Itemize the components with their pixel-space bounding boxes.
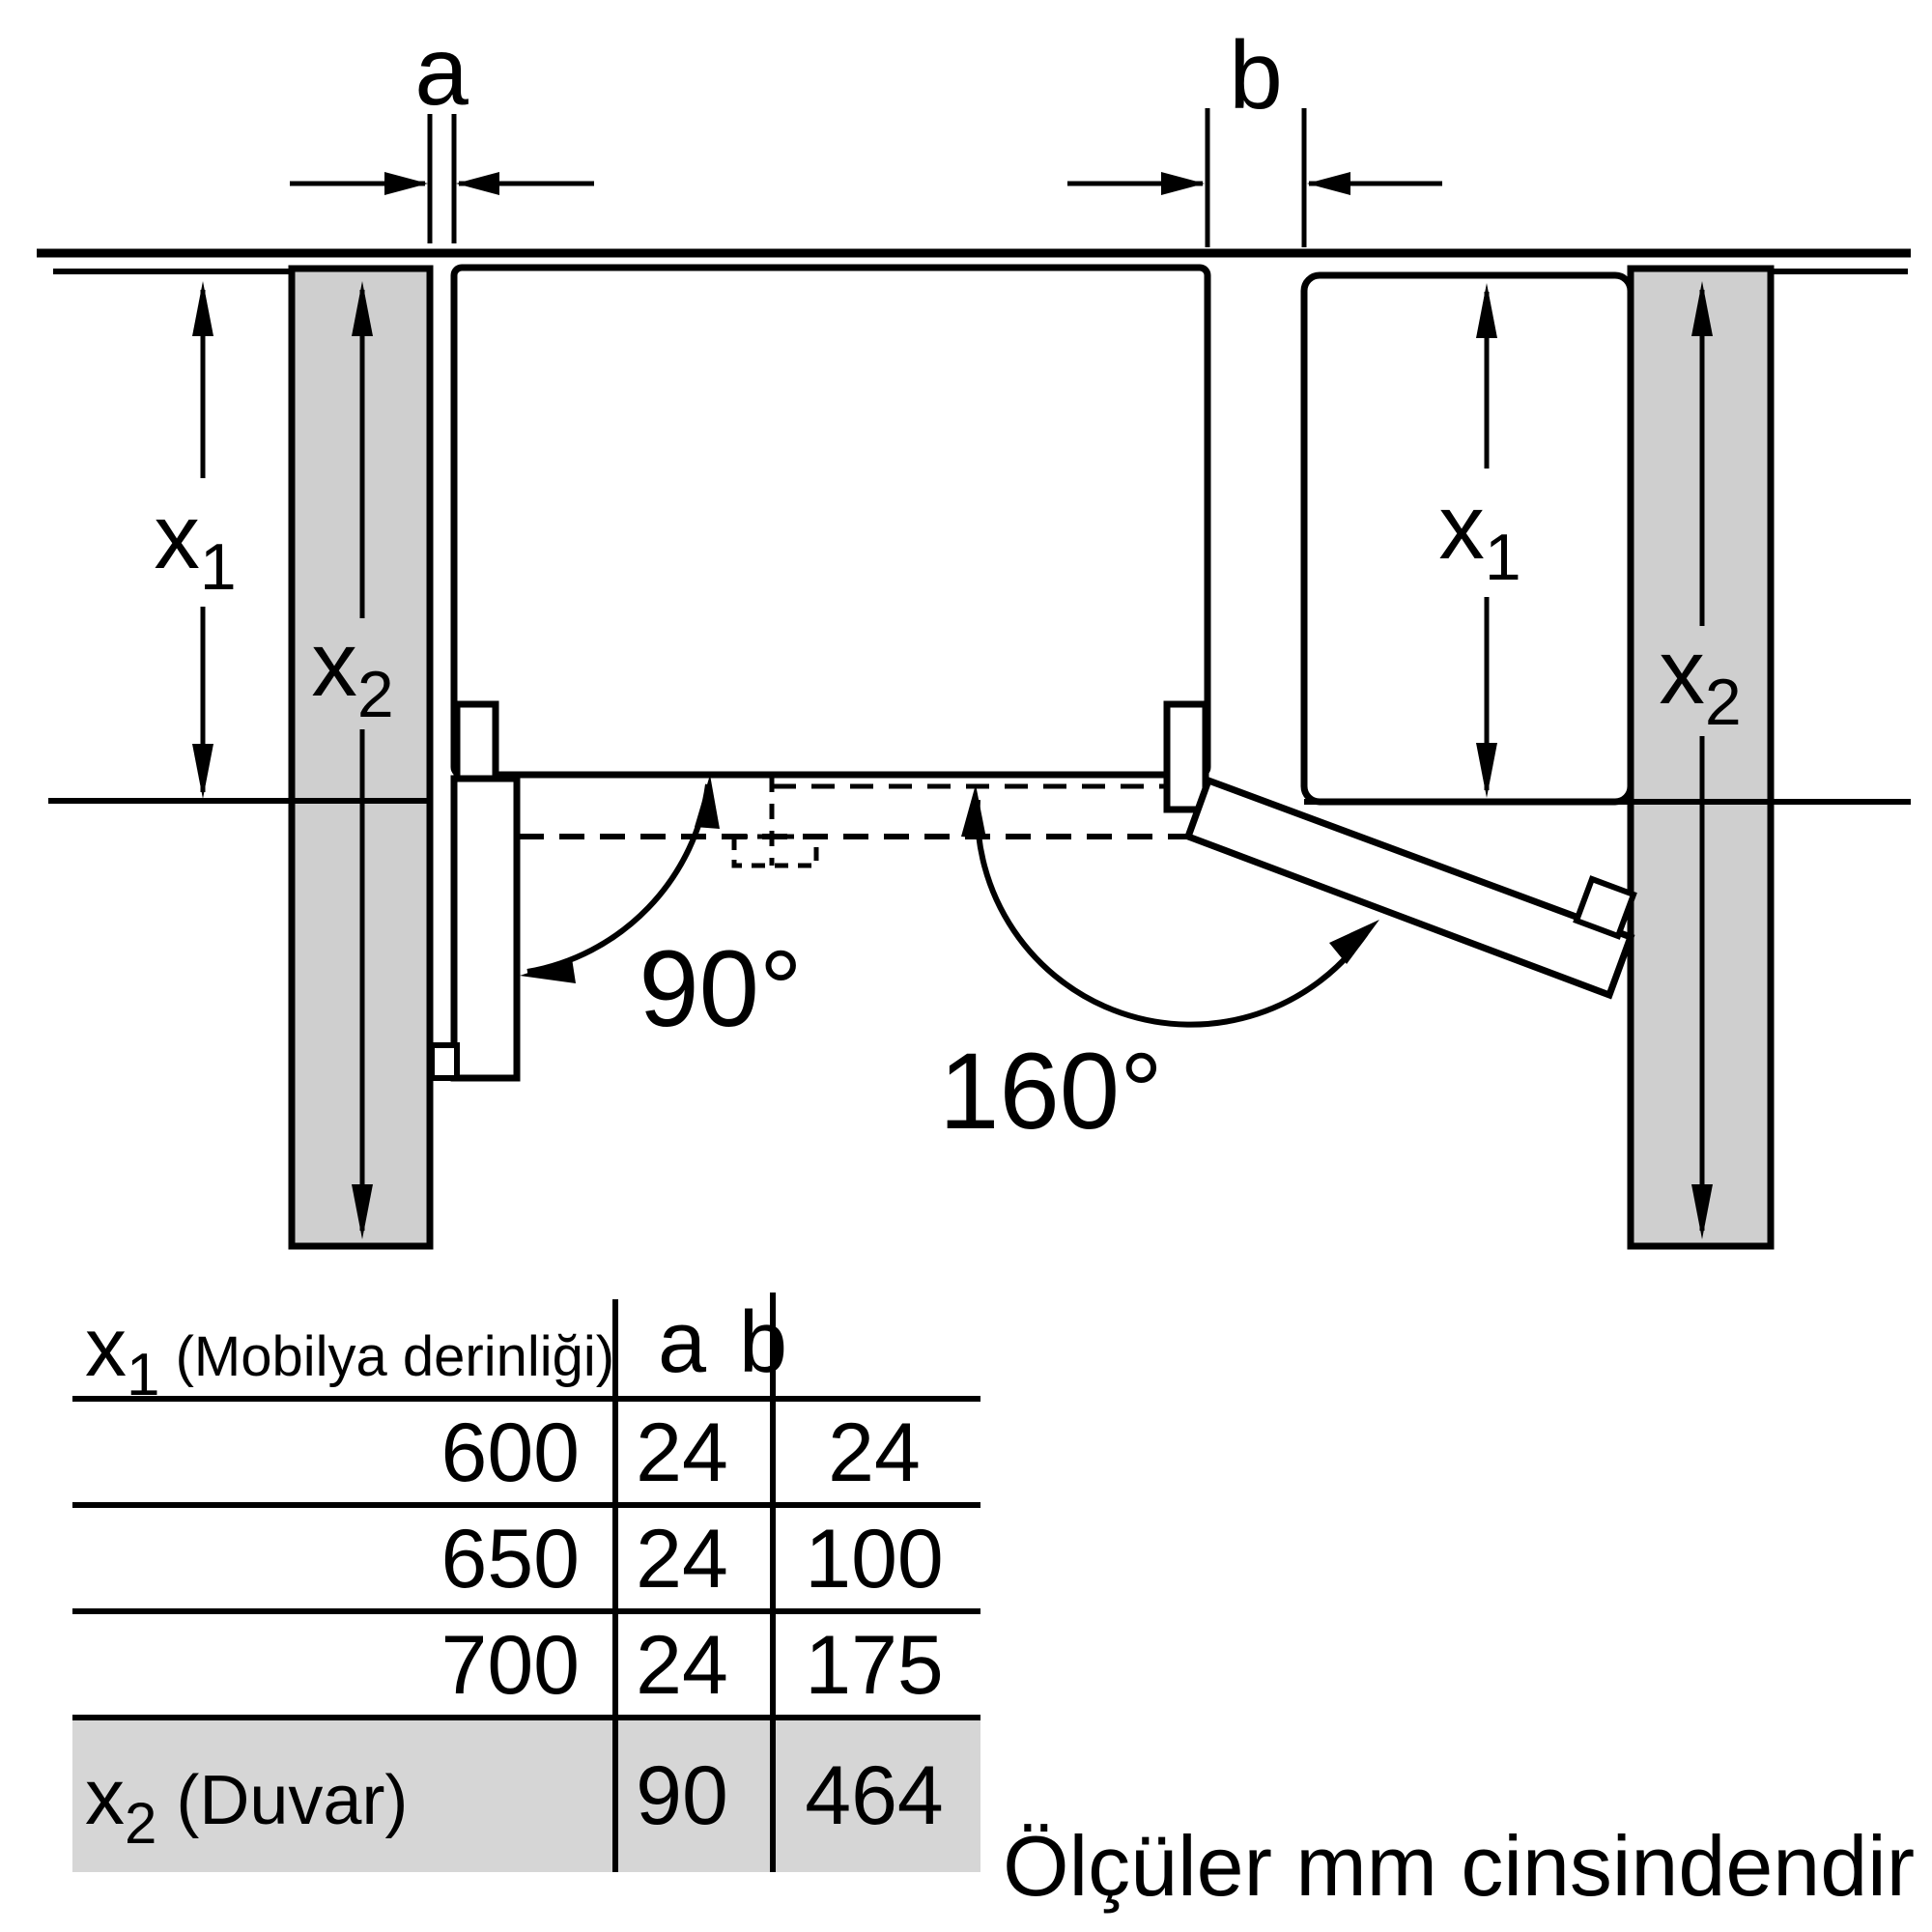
row3-b: 175: [805, 1619, 944, 1712]
x2-arrow-right-head-top: [1691, 281, 1713, 336]
table-row: 700 24 175: [441, 1619, 944, 1712]
x2-arrow-left-head-bottom: [352, 1184, 373, 1239]
right-door-hinge: [1163, 700, 1209, 813]
x1-arrow-right-head-top: [1476, 283, 1497, 338]
row2-x1: 650: [441, 1513, 581, 1605]
right-door-handle: [1573, 875, 1637, 940]
dimension-table: x1 (Mobilya derinliği) a b 600 24 24 650…: [72, 1293, 980, 1872]
wall-row-b: 464: [805, 1749, 944, 1842]
dim-b-label: b: [1229, 21, 1283, 129]
right-door-panel-160: [1183, 776, 1635, 1000]
x1-arrow-left-head-top: [192, 281, 213, 336]
dim-b-arrow-right: [1307, 172, 1350, 195]
x1-label-right: x1: [1438, 476, 1520, 594]
table-header-a: a: [658, 1294, 707, 1391]
arc-90-arrowhead-top: [695, 775, 720, 829]
units-note: Ölçüler mm cinsindendir: [1003, 1818, 1915, 1914]
door-swing-arc-160: [974, 799, 1369, 1028]
row1-x1: 600: [441, 1406, 581, 1499]
arc-90-arrowhead-door: [520, 958, 576, 983]
row1-b: 24: [828, 1406, 921, 1499]
dim-a-arrow-left: [384, 172, 428, 195]
left-door-panel-90: [450, 775, 521, 1082]
row1-a: 24: [636, 1406, 728, 1499]
x2-arrow-right-head-bottom: [1691, 1184, 1713, 1239]
wall-row-label: x2 (Duvar): [85, 1753, 408, 1856]
dim-a-label: a: [414, 17, 469, 126]
angle-label-160: 160°: [939, 1031, 1163, 1151]
fridge-body: [450, 264, 1211, 779]
row3-x1: 700: [441, 1619, 581, 1712]
x1-arrow-left-head-bottom: [192, 744, 213, 799]
row2-b: 100: [805, 1513, 944, 1605]
left-door-handle: [429, 1042, 460, 1081]
x1-arrow-right-head-bottom: [1476, 743, 1497, 798]
dim-a-arrow-right: [456, 172, 499, 195]
dim-b-arrow-left: [1161, 172, 1205, 195]
table-row: 650 24 100: [441, 1513, 944, 1605]
x2-label-left: x2: [311, 613, 393, 731]
arc-160-arrowhead-top: [961, 784, 986, 838]
x1-label-left: x1: [154, 486, 236, 604]
table-row-wall: x2 (Duvar) 90 464: [85, 1749, 944, 1856]
table-wall-row-band: [72, 1718, 980, 1872]
x2-label-right: x2: [1659, 621, 1741, 739]
x2-arrow-left-head-top: [352, 281, 373, 336]
row2-a: 24: [636, 1513, 728, 1605]
angle-label-90: 90°: [639, 928, 802, 1049]
row3-a: 24: [636, 1619, 728, 1712]
wall-row-a: 90: [636, 1749, 728, 1842]
table-header-b: b: [739, 1294, 787, 1391]
table-header-x1: x1 (Mobilya derinliği): [85, 1301, 614, 1408]
arc-160-arrowhead-door: [1329, 920, 1379, 964]
closed-door-handle-dashed: [731, 834, 819, 868]
table-row: 600 24 24: [441, 1406, 921, 1499]
